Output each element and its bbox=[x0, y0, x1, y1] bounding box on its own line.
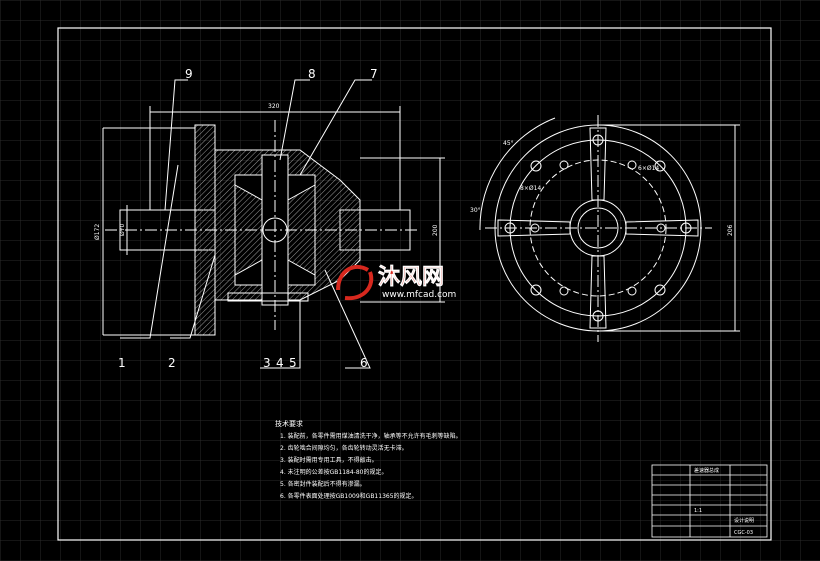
bolt-hole bbox=[504, 222, 516, 234]
title-block-name: 差速器总成 bbox=[694, 467, 719, 474]
leader-7 bbox=[299, 79, 372, 176]
callout-1: 1 bbox=[118, 356, 126, 370]
leader-6 bbox=[324, 269, 371, 369]
watermark-brand: 沐风网 bbox=[378, 265, 444, 290]
hub-bore bbox=[577, 207, 619, 249]
leader-9 bbox=[164, 79, 188, 211]
bolt-hole bbox=[530, 160, 542, 172]
dim-text-hole-a: 8×Ø14 bbox=[520, 185, 541, 192]
callout-7: 7 bbox=[370, 67, 378, 81]
rib-right bbox=[625, 219, 699, 237]
leader-8 bbox=[279, 79, 310, 161]
watermark-url: www.mfcad.com bbox=[382, 290, 456, 300]
dim-text-outer-dia: Ø172 bbox=[94, 224, 101, 240]
title-block-scale: 1:1 bbox=[694, 508, 702, 514]
dim-text-hole-b: 6×Ø14 bbox=[638, 165, 659, 172]
note-item: 6. 各零件表面处理按GB1009和GB11365的规定。 bbox=[280, 492, 418, 500]
callout-4: 4 bbox=[276, 356, 284, 370]
note-item: 3. 装配时需用专用工具，不得敲击。 bbox=[280, 456, 378, 464]
drawing-border bbox=[57, 27, 772, 541]
bolt-hole bbox=[559, 160, 569, 170]
angle-arc bbox=[479, 117, 556, 231]
bolt-hole bbox=[530, 223, 540, 233]
rib-top bbox=[589, 127, 607, 201]
watermark: 沐风网 www.mfcad.com bbox=[336, 264, 456, 301]
callout-5: 5 bbox=[289, 356, 297, 370]
leader-2 bbox=[170, 254, 216, 339]
note-item: 4. 未注明的公差按GB1184-80的规定。 bbox=[280, 468, 387, 476]
watermark-logo-icon bbox=[336, 264, 374, 301]
bolt-hole bbox=[654, 160, 666, 172]
dim-text-right-height: 200 bbox=[432, 224, 439, 236]
rib-left bbox=[497, 219, 571, 237]
bolt-hole bbox=[530, 284, 542, 296]
title-block-school: 设计说明 bbox=[734, 517, 754, 524]
callout-2: 2 bbox=[168, 356, 176, 370]
rib-bottom bbox=[589, 255, 607, 329]
bolt bbox=[227, 292, 309, 302]
end-view bbox=[479, 115, 740, 342]
leader-1 bbox=[120, 164, 179, 339]
note-item: 5. 各密封件装配后不得有渗漏。 bbox=[280, 480, 366, 488]
notes-title: 技术要求 bbox=[275, 419, 303, 428]
title-block-drawing-no: CGC-03 bbox=[734, 530, 753, 536]
bolt-hole bbox=[627, 286, 637, 296]
dim-text-flange-dia: 206 bbox=[727, 224, 734, 236]
leader-345 bbox=[260, 300, 301, 369]
dim-text-angle-30: 30° bbox=[470, 207, 481, 214]
bolt-hole bbox=[654, 284, 666, 296]
bolt-holes bbox=[504, 134, 692, 322]
bolt-hole bbox=[656, 223, 666, 233]
bolt-hole bbox=[559, 286, 569, 296]
dim-text-angle-45: 45° bbox=[503, 140, 514, 147]
note-item: 2. 齿轮啮合间隙均匀，各齿轮转动灵活无卡滞。 bbox=[280, 444, 408, 452]
bolt-hole bbox=[680, 222, 692, 234]
bolt-hole bbox=[592, 310, 604, 322]
note-item: 1. 装配前，各零件需用煤油清洗干净，轴承等不允许有毛刺等缺陷。 bbox=[280, 432, 462, 440]
callout-8: 8 bbox=[308, 67, 316, 81]
callout-3: 3 bbox=[263, 356, 271, 370]
bolt-hole bbox=[627, 160, 637, 170]
bolt-hole bbox=[592, 134, 604, 146]
dim-text-inner-dia: Ø70 bbox=[119, 223, 126, 236]
section-view bbox=[102, 79, 445, 369]
callout-9: 9 bbox=[185, 67, 193, 81]
title-block bbox=[651, 464, 768, 538]
title-block-frame bbox=[651, 464, 768, 538]
callout-6: 6 bbox=[360, 356, 368, 370]
dim-text-top-width: 320 bbox=[268, 103, 280, 110]
